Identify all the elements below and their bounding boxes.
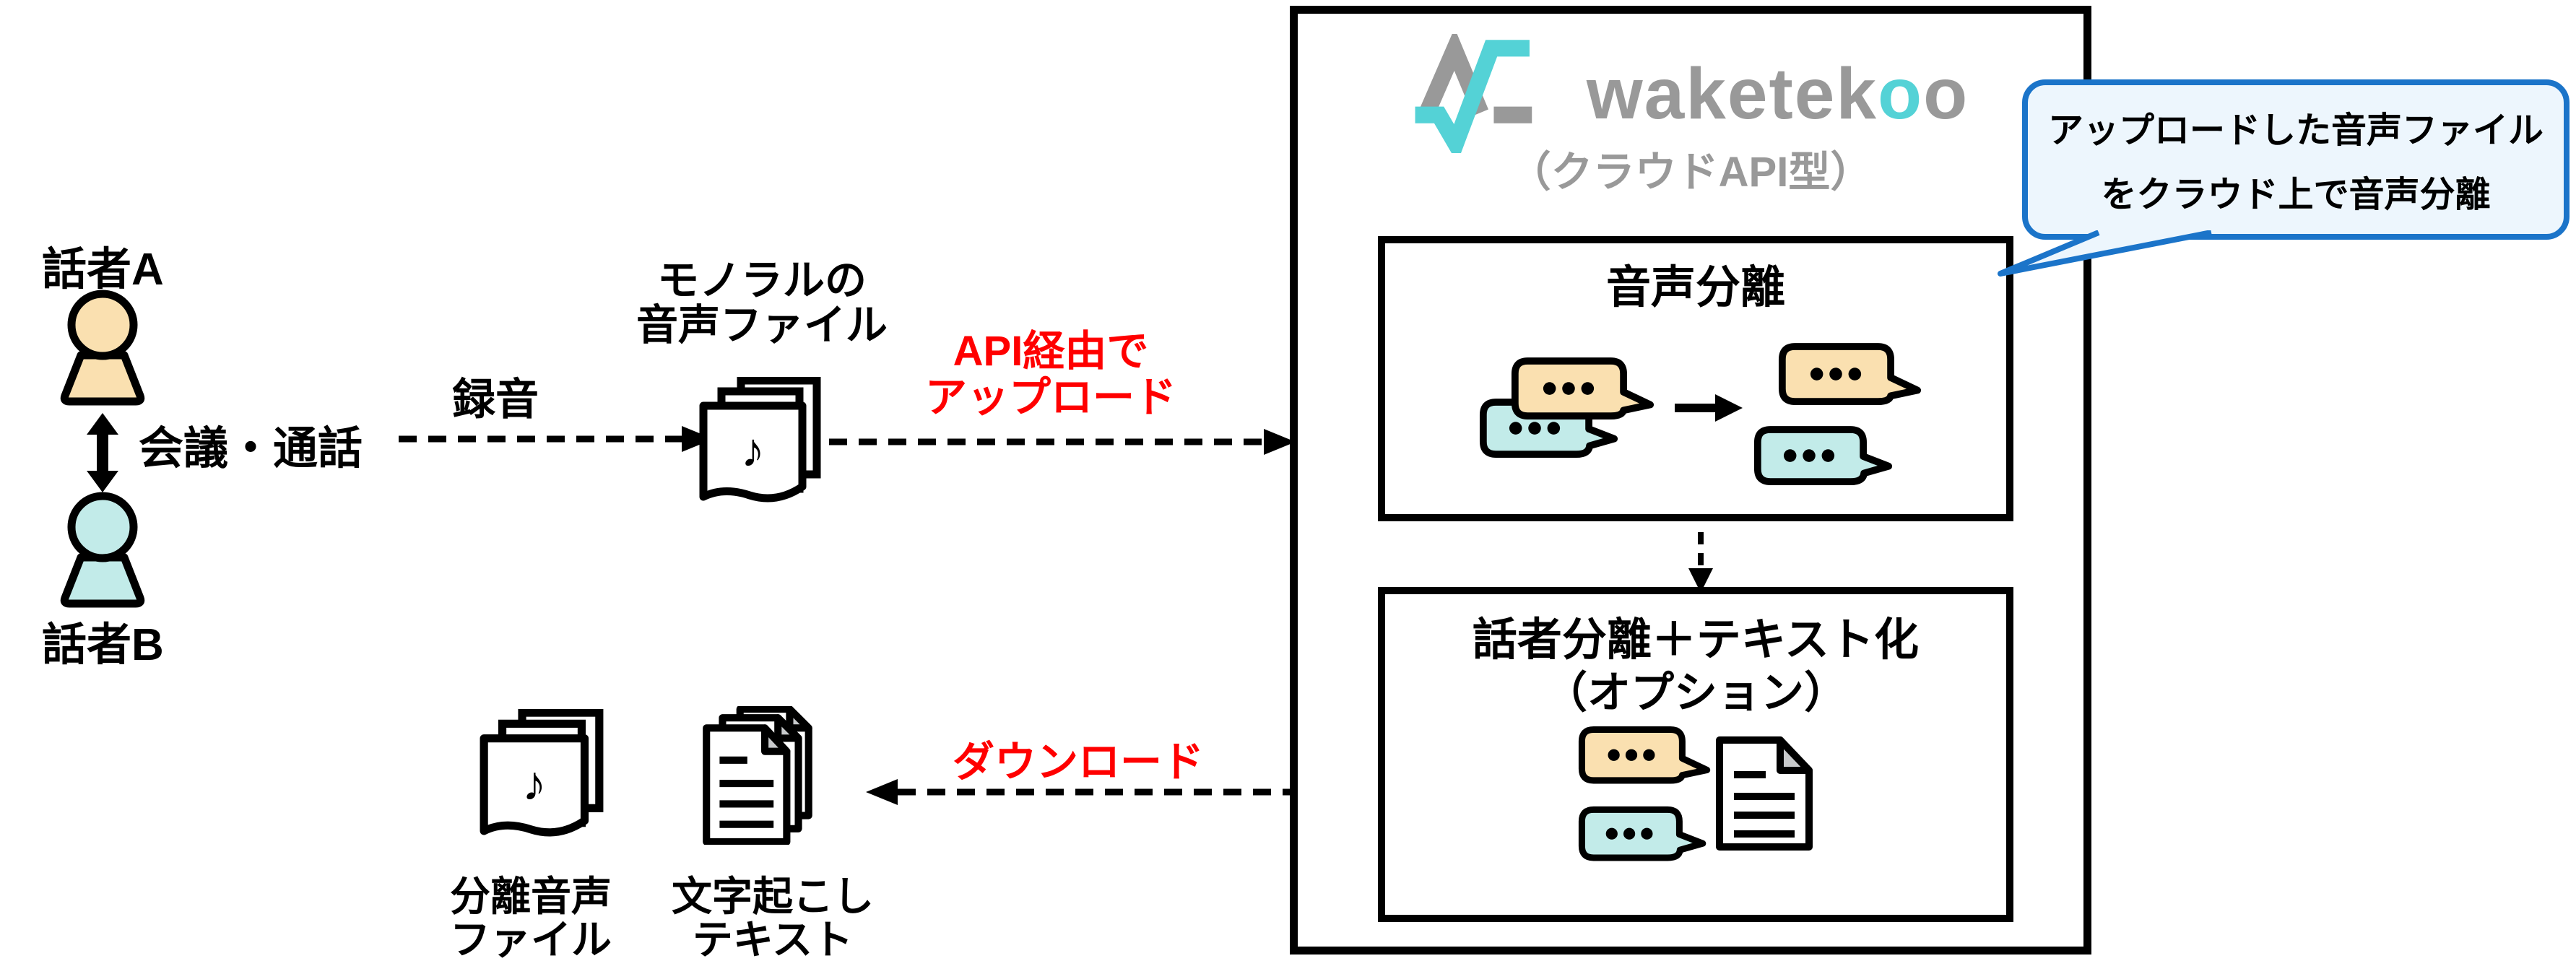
separated-audio-icon: ♪ [478, 709, 607, 838]
speech-bubble-orange-icon [1511, 356, 1655, 425]
speech-bubble-orange-icon [1578, 726, 1712, 788]
speech-bubble-cyan-icon [1578, 805, 1708, 865]
transcript-label: 文字起こし テキスト [672, 874, 874, 961]
upload-label: API経由で アップロード [924, 328, 1176, 421]
transcript-icon [702, 706, 819, 845]
diarization-option-label: （オプション） [1544, 669, 1847, 717]
speech-bubble-orange-icon [1778, 342, 1922, 410]
step-connector-arrow [1685, 531, 1717, 594]
download-arrow [863, 775, 1296, 809]
callout-line2: をクラウド上で音声分離 [2101, 175, 2491, 214]
diarization-box: 話者分離＋テキスト化 （オプション） [1378, 587, 2013, 922]
music-note-icon: ♪ [741, 423, 765, 477]
recording-arrow [399, 421, 716, 457]
speech-bubble-cyan-icon [1753, 425, 1894, 490]
download-label: ダウンロード [952, 739, 1204, 786]
service-type-label: （クラウドAPI型） [1509, 149, 1873, 196]
service-box: waketekoo （クラウドAPI型） 音声分離 [1290, 6, 2091, 955]
updown-arrow-icon [81, 413, 124, 492]
speaker-b-person-icon [52, 490, 153, 612]
callout-line1: アップロードした音声ファイル [2047, 111, 2544, 150]
speaker-b-label: 話者B [42, 620, 164, 670]
diarization-title: 話者分離＋テキスト化 [1472, 615, 1920, 665]
meeting-call-label: 会議・通話 [139, 424, 363, 474]
document-icon [1714, 736, 1815, 851]
speaker-a-person-icon [52, 287, 153, 410]
logo-wordmark: waketekoo [1586, 53, 1969, 134]
speaker-a-label: 話者A [42, 245, 164, 295]
callout-bubble: アップロードした音声ファイル をクラウド上で音声分離 [2022, 79, 2570, 240]
waveform-logo-icon [1413, 34, 1568, 153]
separation-arrow-icon [1673, 391, 1745, 425]
mono-audio-file-icon: ♪ [698, 377, 824, 503]
upload-arrow [829, 425, 1298, 459]
mono-audio-file-label: モノラルの 音声ファイル [636, 257, 888, 349]
callout-tail [1990, 230, 2221, 278]
separated-audio-label: 分離音声 ファイル [450, 874, 612, 961]
music-note-icon: ♪ [522, 757, 547, 811]
separation-box: 音声分離 [1378, 236, 2013, 521]
recording-label: 録音 [452, 375, 539, 424]
separation-title: 音声分離 [1605, 263, 1785, 313]
service-logo: waketekoo [1298, 34, 2083, 153]
